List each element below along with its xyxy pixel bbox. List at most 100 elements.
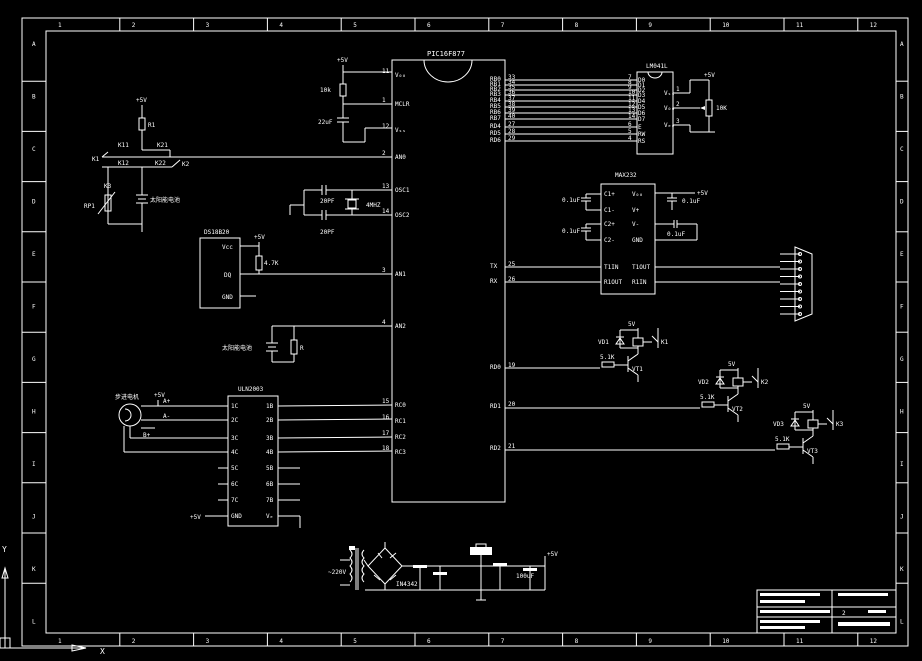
mcu-pin-number: 14: [382, 208, 390, 215]
lcd-pin-name: D1: [638, 82, 646, 89]
relay-vcc: 5V: [728, 361, 736, 368]
mcu-left-pins: 11V₀₀1MCLR12Vₛₛ2AN013OSC114OSC23AN14AN21…: [382, 68, 410, 456]
left-k3: K3: [104, 183, 112, 190]
lcd-pin-number: 4: [628, 135, 632, 142]
mcu-pin-name: RD6: [490, 137, 501, 144]
mcu-pin-number: 13: [382, 183, 390, 190]
mcu-pin-name: RB6: [490, 109, 501, 116]
motor-phase-a-plus: A+: [163, 398, 171, 405]
mcu-pin-number: 34: [508, 79, 516, 86]
row-marker-right: A: [900, 41, 904, 48]
left-k21: K21: [157, 142, 168, 149]
solar2-label: 太阳能电池: [222, 344, 252, 352]
col-marker-top: 11: [796, 22, 804, 29]
mcu-pin-number: 40: [508, 113, 516, 120]
max232-pin-name: C2-: [604, 237, 615, 244]
uln2003-label: ULN2003: [238, 386, 264, 393]
mcu-pin-name: TX: [490, 263, 498, 270]
col-marker-bottom: 10: [722, 638, 730, 645]
max232-pin-name: V+: [632, 207, 640, 214]
mcu-pin-number: 17: [382, 430, 390, 437]
row-marker-right: C: [900, 146, 904, 153]
mcu-pin-name: MCLR: [395, 101, 410, 108]
col-marker-top: 8: [575, 22, 579, 29]
col-marker-top: 5: [353, 22, 357, 29]
row-marker-left: I: [32, 461, 36, 468]
mcu-pin-name: RB2: [490, 86, 501, 93]
lcd-pin-number: 2: [676, 101, 680, 108]
row-marker-left: F: [32, 304, 36, 311]
ds18b20-label: DS18B20: [204, 229, 230, 236]
relay-vcc: 5V: [628, 321, 636, 328]
motor-label: 步进电机: [115, 393, 139, 401]
relay-contact: K3: [836, 421, 844, 428]
uln2003-pin-name: 5B: [266, 465, 274, 472]
solar2-resistor: R: [300, 345, 304, 352]
lcd-pin-number: 14: [628, 113, 636, 120]
motor-phase-a-minus: A-: [163, 413, 170, 420]
max232-vcc: +5V: [697, 190, 708, 197]
uln2003-vcc: +5V: [190, 514, 201, 521]
row-marker-left: L: [32, 619, 36, 626]
mcu-pin-number: 1: [382, 97, 386, 104]
lcd-pin-name: D6: [638, 110, 646, 117]
mcu-pin-number: 37: [508, 95, 516, 102]
relay-vcc: 5V: [803, 403, 811, 410]
psu-output: +5V: [547, 551, 558, 558]
uln2003-pin-name: 1C: [231, 403, 239, 410]
row-marker-right: G: [900, 356, 904, 363]
mcu-pin-number: 4: [382, 319, 386, 326]
col-marker-top: 10: [722, 22, 730, 29]
relay-contact: K1: [661, 339, 669, 346]
max232-pin-name: C2+: [604, 221, 615, 228]
mcu-pin-number: 39: [508, 107, 516, 114]
col-marker-bottom: 6: [427, 638, 431, 645]
relay-transistor: VT1: [632, 366, 643, 373]
left-k1: K1: [92, 156, 100, 163]
uln2003-pin-name: 3C: [231, 435, 239, 442]
mcu-pin-name: AN0: [395, 154, 406, 161]
max232-pin-name: T1IN: [604, 264, 619, 271]
mcu-pin-number: 3: [382, 267, 386, 274]
mcu-pin-number: 20: [508, 401, 516, 408]
mcu-chip: PIC16F877 11V₀₀1MCLR12Vₛₛ2AN013OSC114OSC…: [382, 50, 775, 503]
lcd-pin-number: 1: [676, 86, 680, 93]
ds18b20-pin-vcc: Vcc: [222, 244, 233, 251]
lcd-pin-number: 5: [628, 128, 632, 135]
mcu-pin-name: RD4: [490, 123, 501, 130]
solar-cell-2: 太阳能电池 R: [222, 325, 392, 363]
uln2003-pin-name: 1B: [266, 403, 274, 410]
col-marker-top: 2: [132, 22, 136, 29]
mcu-pin-name: RC3: [395, 449, 406, 456]
mcu-pin-number: 16: [382, 414, 390, 421]
col-marker-bottom: 8: [575, 638, 579, 645]
mcu-pin-number: 33: [508, 74, 516, 81]
col-marker-bottom: 1: [58, 638, 62, 645]
mcu-pin-name: Vₛₛ: [395, 127, 406, 134]
left-solar-label: 太阳能电池: [150, 196, 180, 204]
max232-cap4: 0.1uF: [667, 231, 685, 238]
ds18b20-resistor: 4.7K: [264, 260, 279, 267]
lcd-pin-name: D2: [638, 87, 646, 94]
left-vcc: +5V: [136, 97, 147, 104]
max232-cap1: 0.1uF: [562, 197, 580, 204]
mcu-pin-number: 25: [508, 261, 516, 268]
relay-resistor: 5.1K: [600, 354, 615, 361]
col-marker-top: 12: [870, 22, 878, 29]
row-marker-right: J: [900, 514, 904, 521]
mcu-pin-number: 12: [382, 123, 390, 130]
ucs-x-label: X: [100, 647, 105, 656]
mcu-pin-number: 35: [508, 84, 516, 91]
col-marker-bottom: 11: [796, 638, 804, 645]
row-marker-left: H: [32, 409, 36, 416]
relay-transistor: VT2: [732, 406, 743, 413]
mcu-pin-number: 15: [382, 398, 390, 405]
lcd-pin-name: E: [638, 124, 642, 131]
max232-cap2: 0.1uF: [562, 228, 580, 235]
oscillator: 20PF 20PF 4MHZ: [289, 185, 392, 236]
mcu-pin-name: RC0: [395, 402, 406, 409]
